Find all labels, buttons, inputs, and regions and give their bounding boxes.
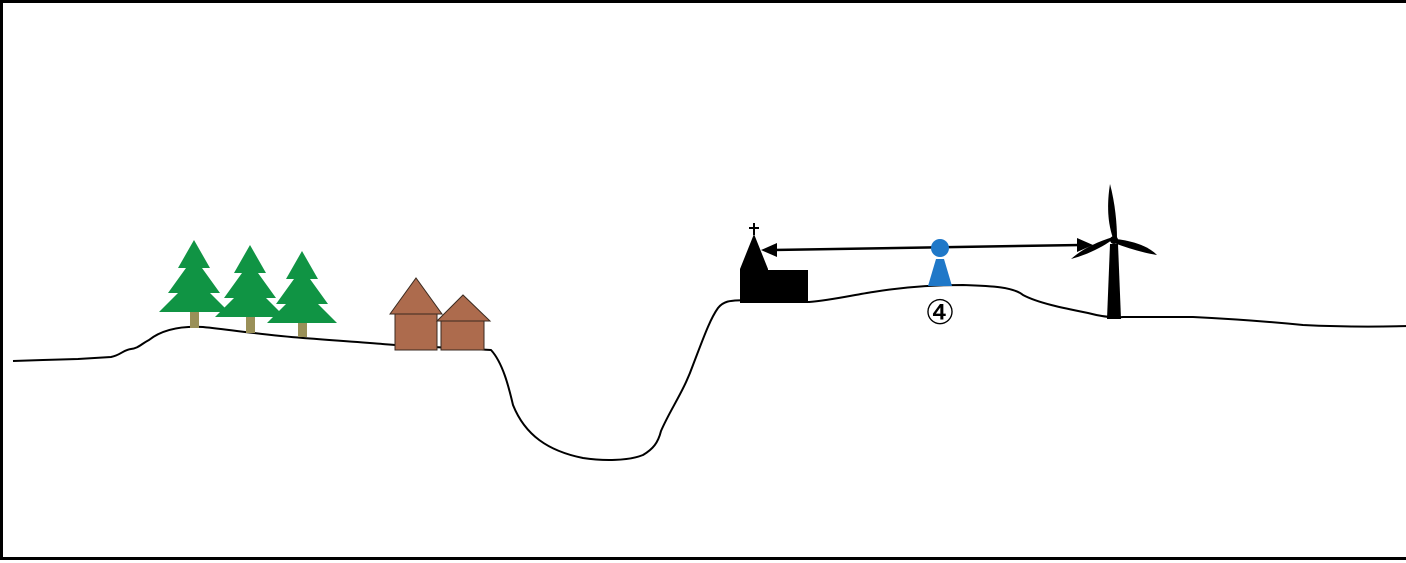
wind-turbine-icon xyxy=(1071,184,1157,319)
house-icon xyxy=(435,294,492,351)
landscape-svg: ④ xyxy=(12,184,1406,461)
viewpoint-label: ④ xyxy=(925,293,955,333)
house-icon xyxy=(389,277,443,351)
terrain-line xyxy=(12,284,1406,461)
tree-icon xyxy=(159,240,229,328)
church-icon xyxy=(740,223,808,303)
tree-icon xyxy=(267,251,337,337)
tree-icon xyxy=(215,245,285,333)
person-icon xyxy=(928,239,952,286)
double-arrow xyxy=(761,238,1093,257)
